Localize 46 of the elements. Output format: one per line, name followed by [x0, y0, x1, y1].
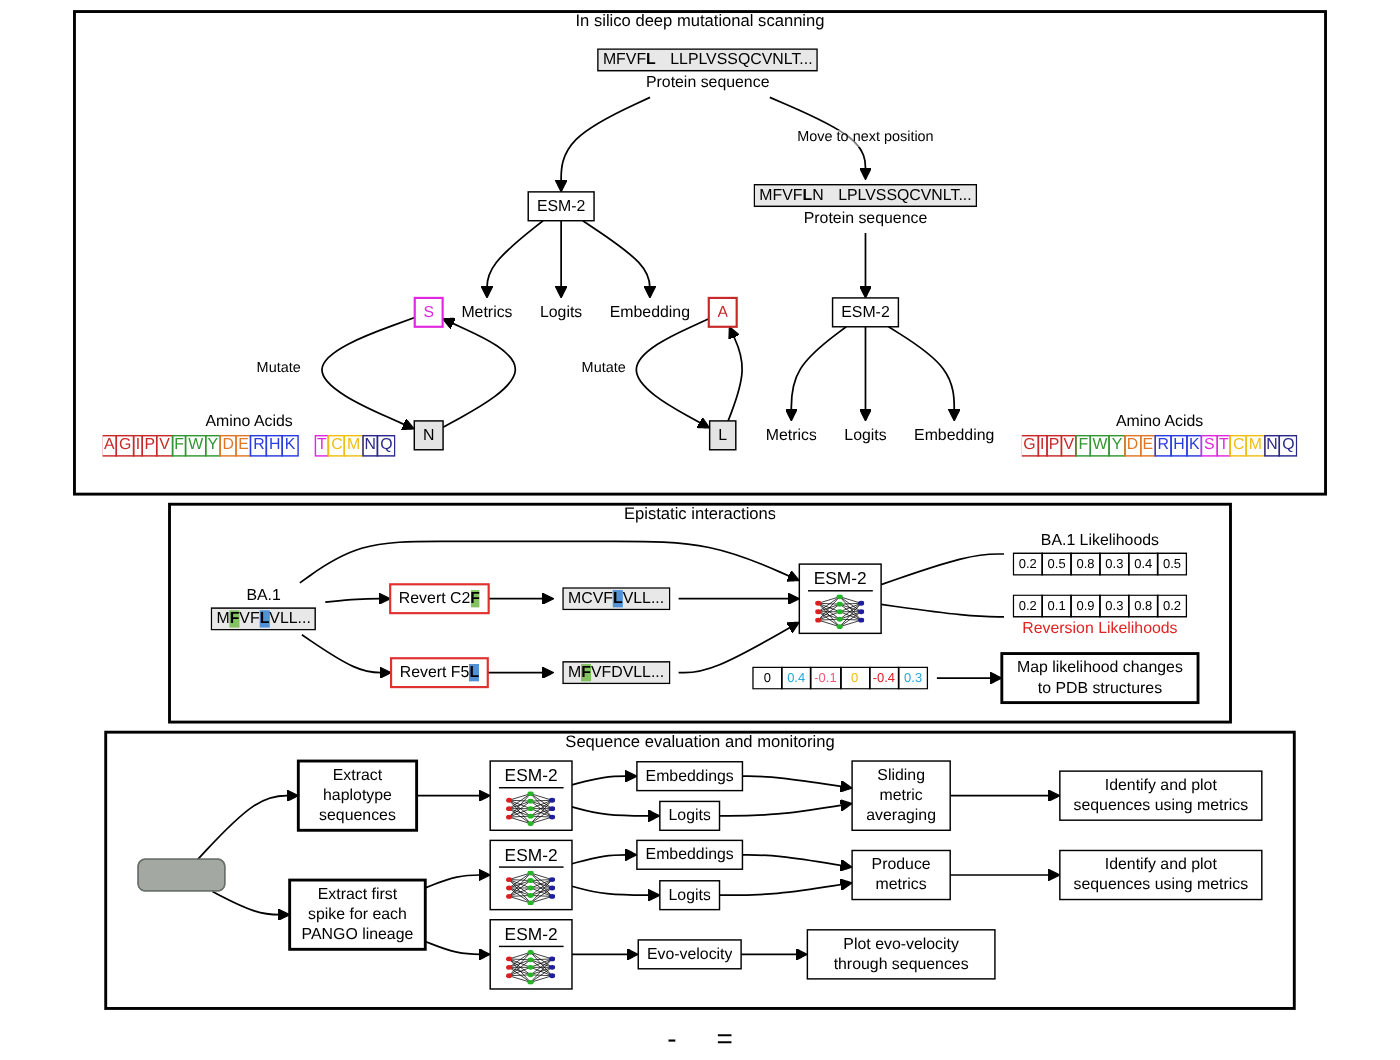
operator-label: =	[716, 1020, 733, 1056]
node-box: ESM-2	[489, 839, 573, 911]
arrow	[424, 940, 491, 961]
arrow	[949, 789, 1061, 802]
arrow	[949, 868, 1061, 882]
arrow	[424, 868, 491, 889]
operator-label: -	[667, 1020, 677, 1056]
connector	[880, 553, 1005, 586]
arrow	[196, 789, 299, 861]
arrow	[768, 96, 872, 181]
arrow	[677, 621, 800, 674]
arrow	[554, 219, 568, 299]
arrow	[487, 592, 555, 606]
arrow	[936, 671, 1003, 685]
arrow	[571, 885, 661, 902]
arrow	[442, 317, 517, 429]
arrow	[635, 317, 711, 429]
arrow	[571, 769, 638, 786]
arrow	[727, 326, 743, 422]
arrow	[486, 666, 555, 679]
node-box: ESM-2	[489, 760, 573, 831]
arrow	[740, 948, 808, 961]
arrow	[299, 540, 800, 584]
arrow	[321, 316, 416, 431]
arrow	[324, 592, 391, 606]
node-box: ESM-2	[489, 919, 573, 990]
arrow	[859, 325, 872, 422]
arrow	[301, 633, 392, 679]
arrow	[741, 853, 853, 872]
arrow	[571, 948, 639, 961]
arrow	[554, 96, 651, 193]
arrow	[571, 848, 638, 865]
arrow	[571, 806, 661, 823]
arrow	[415, 789, 491, 802]
arrow	[581, 219, 657, 299]
arrow	[211, 890, 291, 922]
arrow	[784, 325, 848, 422]
arrow	[887, 325, 961, 422]
node-box: ESM-2	[798, 563, 882, 635]
arrow	[741, 775, 853, 793]
arrow	[480, 219, 544, 299]
arrow	[718, 799, 853, 817]
arrow	[859, 232, 872, 299]
arrow	[718, 878, 853, 897]
arrow	[677, 592, 800, 606]
connector	[880, 603, 1005, 618]
